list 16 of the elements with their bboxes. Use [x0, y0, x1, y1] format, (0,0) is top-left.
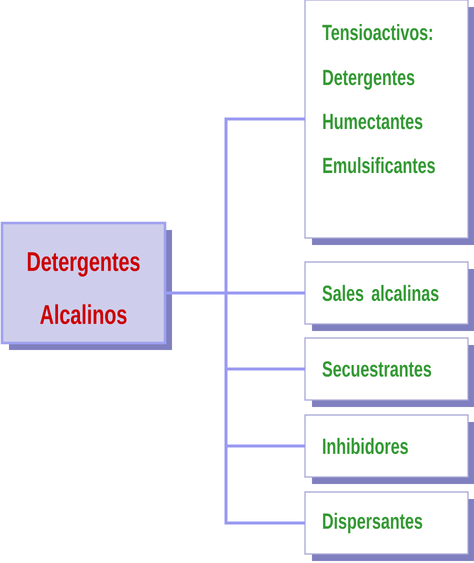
connector-line: [226, 292, 305, 294]
trunk-line: [164, 116, 228, 526]
list-heading: Tensioactivos:: [322, 24, 432, 40]
list-item: Emulsificantes: [323, 157, 435, 174]
category-box: [304, 0, 474, 245]
connector-line: [226, 368, 305, 370]
category-box: Dispersantes: [304, 491, 474, 561]
topic-box: Detergentes Alcalinos: [0, 222, 172, 350]
connector-line: [226, 118, 305, 120]
connector-line: [226, 444, 305, 448]
category-box: Sales alcalinas: [304, 261, 474, 331]
list-item: Humectantes: [323, 114, 422, 130]
category-box: Secuestrantes: [304, 337, 474, 407]
list-item: Detergentes: [323, 70, 414, 90]
category-box: Inhibidores: [304, 414, 474, 484]
connector-line: [226, 522, 305, 524]
